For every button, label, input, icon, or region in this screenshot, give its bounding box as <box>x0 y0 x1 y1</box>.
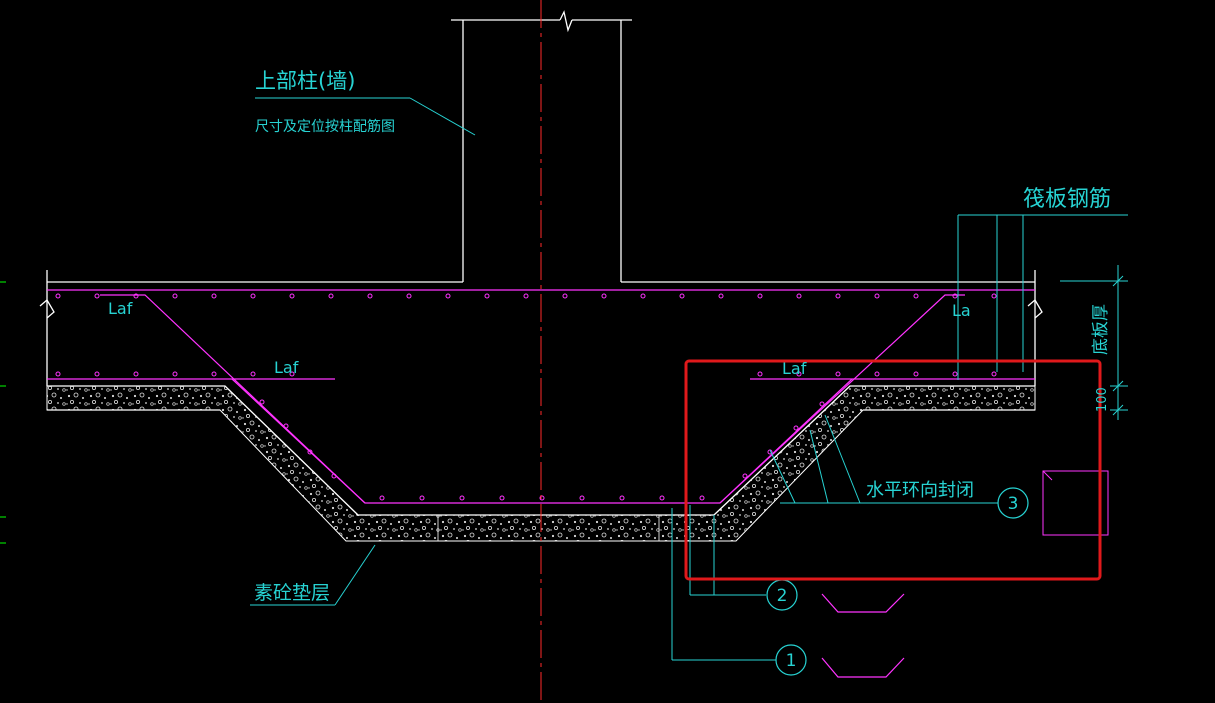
rebar-dot <box>133 371 139 377</box>
dimension-100-label: 100 <box>1095 387 1110 412</box>
rebar-dot <box>699 495 705 501</box>
slab-thickness-label: 底板厚 <box>1091 304 1111 355</box>
callout-3-number: 3 <box>1008 494 1019 514</box>
horizontal-closure-label: 水平环向封闭 <box>866 480 974 501</box>
callout-3-circle <box>997 487 1029 519</box>
rebar-dots <box>55 293 997 501</box>
rebar-dot <box>419 495 425 501</box>
rebar-dot <box>289 293 295 299</box>
rebar-dot <box>991 293 997 299</box>
rebar-dot <box>367 293 373 299</box>
rebar-dot <box>283 423 289 429</box>
callout-2-number: 2 <box>777 586 788 606</box>
rebar-dot <box>913 293 919 299</box>
column-note-label: 尺寸及定位按柱配筋图 <box>255 118 395 135</box>
rebar-dot <box>211 371 217 377</box>
callout-bubbles <box>766 487 1029 676</box>
rebar-dot <box>835 371 841 377</box>
rebar-dot <box>874 371 880 377</box>
rebar-shape-sketches <box>821 593 905 678</box>
rebar-dot <box>579 495 585 501</box>
rebar-dot <box>172 371 178 377</box>
rebar-dot <box>133 293 139 299</box>
rebar-dot <box>952 293 958 299</box>
rebar-dot <box>819 401 825 407</box>
rebar-dot <box>796 293 802 299</box>
rebar-dot <box>55 293 61 299</box>
rebar-dot <box>379 495 385 501</box>
rebar-dot <box>172 293 178 299</box>
rebar-dot <box>718 293 724 299</box>
rebar-dot <box>835 293 841 299</box>
anchor-laf-center-label: Laf <box>274 358 299 377</box>
upper-column <box>451 10 632 282</box>
edge-ticks <box>0 281 6 544</box>
rebar-dot <box>757 293 763 299</box>
rebar-dot <box>523 293 529 299</box>
cushion-label: 素砼垫层 <box>254 582 330 604</box>
rebar-dot <box>796 371 802 377</box>
rebar-dot <box>659 495 665 501</box>
anchor-laf-left-label: Laf <box>108 299 133 318</box>
callout-1-circle <box>775 644 807 676</box>
rebar-dot <box>250 371 256 377</box>
column-title-label: 上部柱(墙) <box>255 69 355 93</box>
highlight-box <box>684 359 1102 581</box>
rebar-dot <box>952 371 958 377</box>
rebar-dot <box>640 293 646 299</box>
anchor-laf-right-label: Laf <box>782 359 807 378</box>
rebar-dot <box>459 495 465 501</box>
raft-rebar-label: 筏板钢筋 <box>1023 187 1111 212</box>
rebar-dot <box>94 293 100 299</box>
rebar-dot <box>539 495 545 501</box>
rebar-dot <box>331 473 337 479</box>
rebar-dot <box>601 293 607 299</box>
rebar-dot <box>484 293 490 299</box>
rebar-dot <box>913 371 919 377</box>
rebar-dot <box>211 293 217 299</box>
rebar-dot <box>307 449 313 455</box>
rebar-dot <box>55 371 61 377</box>
rebar-dot <box>793 425 799 431</box>
rebar-section-box <box>1042 470 1109 536</box>
rebar-dot <box>250 293 256 299</box>
leader-lines <box>250 97 1128 661</box>
rebar-dot <box>874 293 880 299</box>
rebar-dot <box>259 399 265 405</box>
callout-1-number: 1 <box>786 651 797 671</box>
rebar-dot <box>742 473 748 479</box>
anchor-la-label: La <box>952 301 971 320</box>
rebar-dot <box>445 293 451 299</box>
rebar-dot <box>619 495 625 501</box>
rebar-dot <box>94 371 100 377</box>
rebar-dot <box>406 293 412 299</box>
rebar-dot <box>679 293 685 299</box>
rebar-dot <box>562 293 568 299</box>
rebar-dot <box>289 371 295 377</box>
rebar-dot <box>757 371 763 377</box>
rebar-dot <box>499 495 505 501</box>
rebar-dot <box>991 371 997 377</box>
rebar-dot <box>328 293 334 299</box>
plain-concrete-cushion <box>46 385 1036 542</box>
